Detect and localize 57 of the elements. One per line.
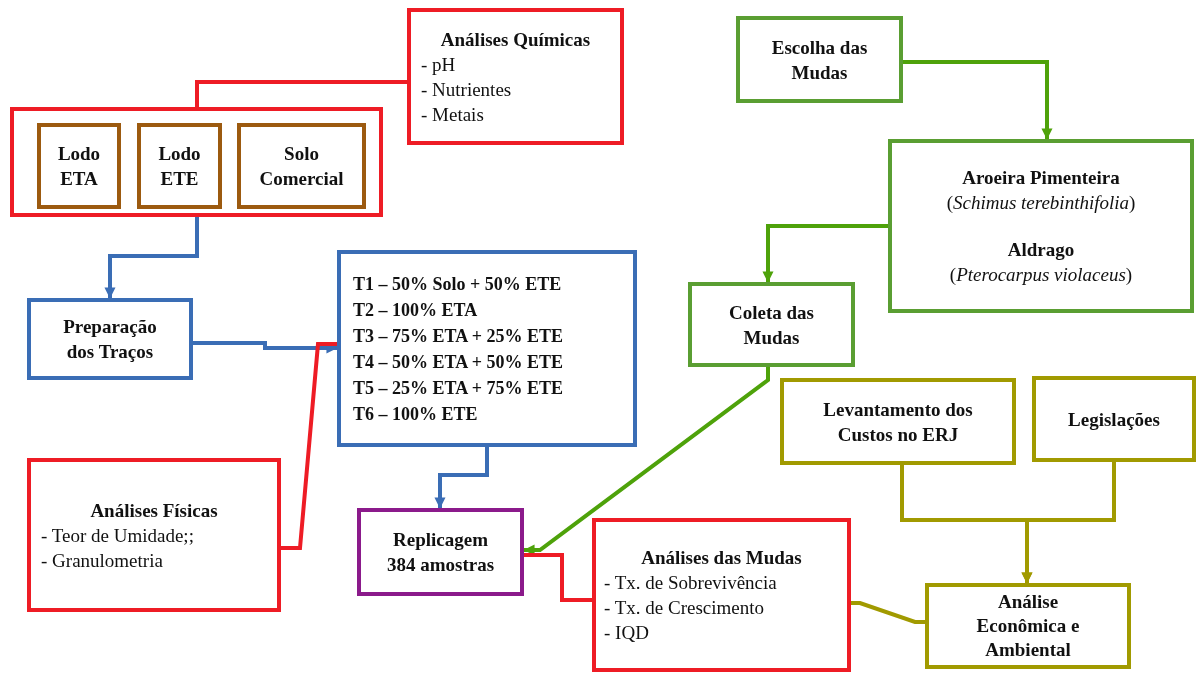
process-box	[27, 298, 193, 380]
node-text: Lodo ETA	[56, 142, 102, 191]
node-text: - pH	[421, 52, 456, 77]
node-text: T1 – 50% Solo + 50% ETE	[353, 272, 562, 296]
analysis-box	[592, 518, 851, 672]
arrow	[903, 60, 1053, 140]
node-text: Solo Comercial	[258, 142, 345, 191]
heading-text: Aroeira Pimenteira	[962, 166, 1120, 190]
process-box	[780, 378, 1016, 465]
arrow	[523, 367, 770, 556]
node-text: Análise Econômica e Ambiental	[975, 590, 1081, 662]
node-text: (Pterocarpus violaceus)	[949, 263, 1133, 287]
node-text: Levantamento dos Custos no ERJ	[822, 397, 974, 447]
node-text: - Teor de Umidade;;	[41, 523, 194, 548]
process-box	[925, 583, 1131, 669]
node-text: Preparação dos Traços	[62, 315, 158, 364]
node-text: T6 – 100% ETE	[353, 402, 478, 426]
arrow	[762, 224, 888, 283]
node-text: Legislações	[1068, 407, 1160, 432]
process-box	[736, 16, 903, 103]
node-text: Replicagem 384 amostras	[385, 528, 496, 577]
heading-text: Análises das Mudas	[641, 546, 802, 570]
node-text: - Nutrientes	[421, 77, 512, 102]
process-box	[688, 282, 855, 367]
node-text: - Tx. de Crescimento	[604, 596, 765, 620]
species-box	[888, 139, 1194, 313]
process-box	[1032, 376, 1196, 462]
node-text: T4 – 50% ETA + 50% ETE	[353, 350, 563, 374]
node-text: - Metais	[421, 102, 484, 127]
node-text: Coleta das Mudas	[728, 300, 815, 350]
arrow	[193, 341, 338, 354]
connector-line	[195, 80, 407, 107]
node-text: T2 – 100% ETA	[353, 298, 478, 322]
connector-line	[851, 601, 925, 624]
connector-line	[524, 553, 592, 602]
node-text: (Schimus terebinthifolia)	[946, 191, 1136, 215]
process-box	[37, 123, 121, 209]
process-box	[357, 508, 524, 596]
analysis-box	[27, 458, 281, 612]
analysis-box	[407, 8, 624, 145]
node-text: - Granulometria	[41, 548, 163, 573]
arrow	[434, 447, 489, 509]
group-box	[10, 107, 383, 217]
node-text: - IQD	[604, 621, 649, 645]
heading-text: Análises Químicas	[440, 27, 591, 52]
node-text: T5 – 25% ETA + 75% ETE	[353, 376, 563, 400]
node-text: - Tx. de Sobrevivência	[604, 571, 777, 595]
node-text: Escolha das Mudas	[770, 35, 869, 85]
heading-text: Análises Físicas	[90, 498, 218, 523]
treatment-box	[337, 250, 637, 447]
heading-text: Aldrago	[1007, 238, 1075, 262]
process-box	[237, 123, 366, 209]
node-text: Lodo ETE	[157, 142, 202, 191]
node-text: T3 – 75% ETA + 25% ETE	[353, 324, 563, 348]
connector-line	[281, 342, 337, 550]
arrow	[104, 217, 199, 299]
process-box	[137, 123, 222, 209]
